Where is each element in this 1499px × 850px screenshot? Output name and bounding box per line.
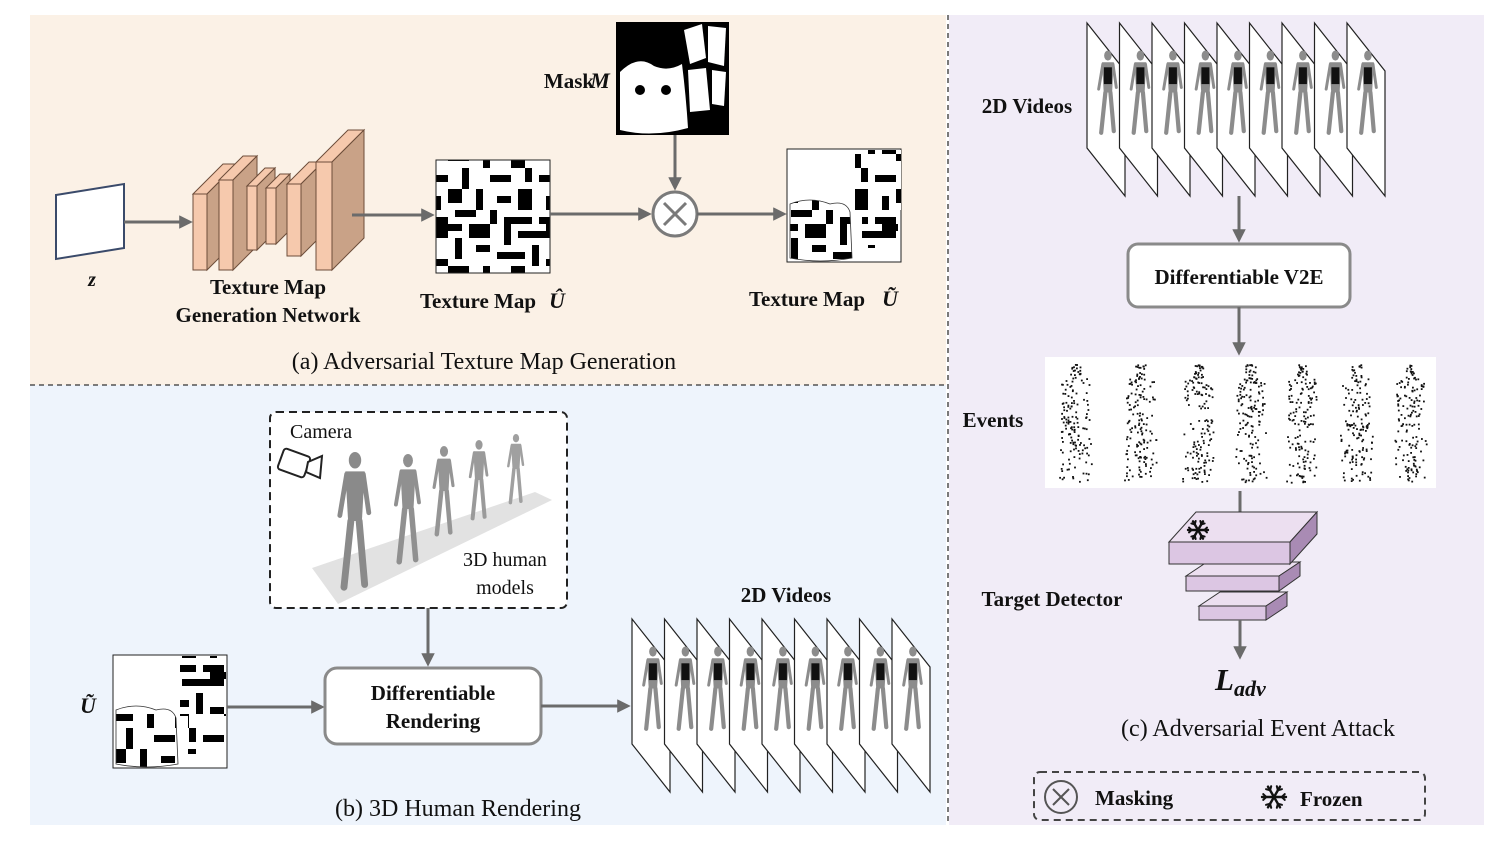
video-frame (728, 617, 769, 794)
human-figure (393, 454, 421, 565)
human-figure (507, 434, 525, 505)
event-cloud (1235, 364, 1268, 484)
rendering-label-line1: Differentiable (371, 681, 495, 705)
texture-map-hat-label: Texture Map (420, 289, 536, 313)
video-frame (1118, 21, 1159, 198)
event-cloud (1124, 364, 1158, 482)
generator-layer (314, 128, 366, 272)
detector-label: Target Detector (982, 587, 1123, 611)
human-figure (1324, 50, 1346, 135)
video-frames-b (631, 617, 931, 794)
texture-input-image (112, 654, 228, 769)
scene-floor (312, 492, 552, 604)
camera-label: Camera (290, 421, 352, 443)
event-cloud (1059, 364, 1093, 483)
event-cloud (1286, 364, 1318, 484)
legend-masking-label: Masking (1095, 786, 1174, 810)
mask-label: Mask (544, 69, 594, 93)
video-frame (1281, 21, 1321, 198)
panel-a-caption: (a) Adversarial Texture Map Generation (292, 349, 676, 375)
events-label: Events (963, 408, 1024, 432)
models-label-line1: 3D human (463, 549, 547, 571)
models-label-line2: models (476, 577, 534, 599)
video-frame (858, 617, 899, 794)
video-frame (1183, 21, 1224, 198)
legend-frozen-label: Frozen (1300, 787, 1363, 811)
panel-b-caption: (b) 3D Human Rendering (335, 796, 581, 822)
snowflake-icon (1186, 519, 1210, 541)
z-label: z (87, 269, 96, 291)
texture-map-hat-image (435, 159, 551, 274)
latent-z-plane (55, 182, 125, 261)
event-point-clouds (1059, 364, 1428, 484)
video-frame (1151, 21, 1191, 198)
loss-label: Ladv (1214, 662, 1266, 701)
generator-label-line1: Texture Map (210, 275, 326, 299)
video-frame (793, 617, 834, 794)
texture-map-tilde-label: Texture Map (749, 287, 865, 311)
video-frame (826, 617, 866, 794)
texture-map-tilde-symbol: Ũ (882, 286, 899, 311)
generator-network (191, 128, 366, 272)
event-cloud (1340, 364, 1374, 482)
video-frame (1086, 21, 1126, 198)
video-frame (663, 617, 704, 794)
v2e-label: Differentiable V2E (1155, 265, 1324, 289)
legend-masking-icon (1044, 780, 1078, 814)
event-cloud (1394, 364, 1428, 483)
video-frames-c (1086, 21, 1386, 198)
human-figure (1259, 50, 1281, 135)
target-detector-stack (1167, 510, 1319, 621)
u-tilde-label: Ũ (80, 693, 97, 718)
camera-icon (276, 447, 324, 480)
human-model-figures (337, 434, 525, 591)
event-cloud (1182, 364, 1215, 483)
human-figure (468, 440, 489, 521)
rendering-label-line2: Rendering (386, 709, 481, 733)
texture-map-hat-symbol: Û (549, 288, 566, 313)
panel-c-caption: (c) Adversarial Event Attack (1121, 716, 1395, 742)
videos-label-b: 2D Videos (741, 583, 831, 607)
video-frame (696, 617, 736, 794)
human-figure (432, 446, 455, 537)
video-frame (1313, 21, 1354, 198)
texture-map-tilde-image (786, 148, 902, 263)
video-frame (1346, 21, 1386, 198)
videos-label-c: 2D Videos (982, 94, 1072, 118)
video-frame (1248, 21, 1289, 198)
video-frame (891, 617, 931, 794)
generator-label-line2: Generation Network (176, 303, 361, 327)
video-frame (761, 617, 801, 794)
mask-symbol: M (589, 68, 611, 93)
mask-image (616, 22, 729, 135)
masking-operator-icon (651, 190, 699, 238)
video-frame (631, 617, 671, 794)
legend-snowflake-icon (1260, 785, 1288, 809)
human-figure (337, 452, 372, 591)
video-frame (1216, 21, 1256, 198)
